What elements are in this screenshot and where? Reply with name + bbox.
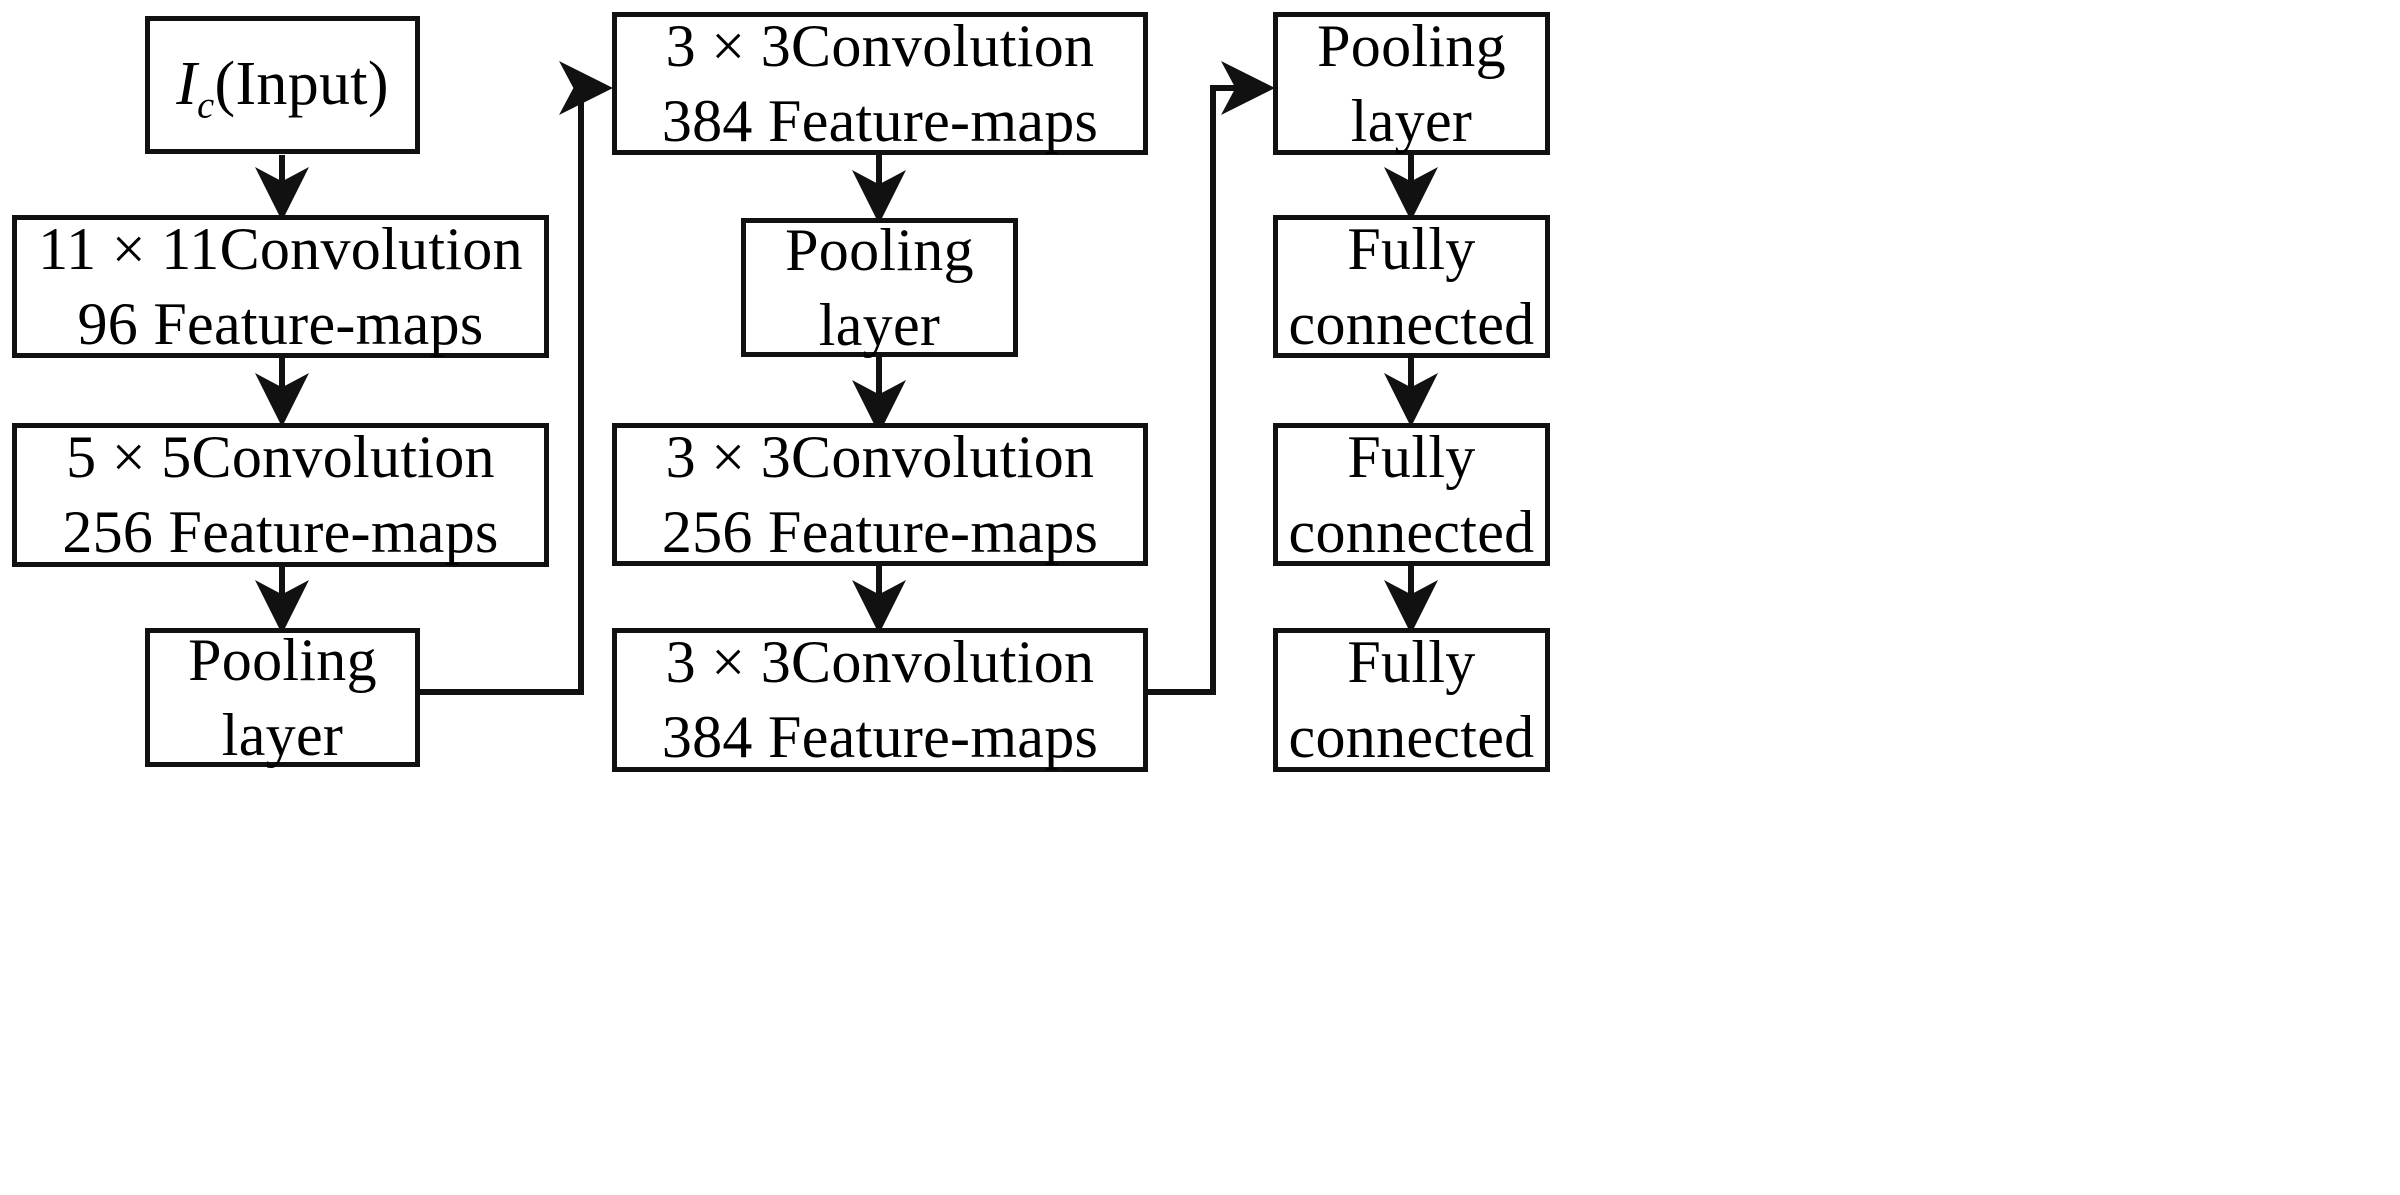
- input-variable-suffix: (Input): [214, 50, 389, 119]
- node-conv-3x3-256[interactable]: 3 × 3Convolution 256 Feature-maps: [612, 423, 1148, 566]
- edge-pool1-to-conv3a: [420, 61, 613, 695]
- node-conv-3x3-384-a-line1: 3 × 3Convolution: [665, 12, 1095, 79]
- node-conv-3x3-384-b-line1: 3 × 3Convolution: [665, 629, 1095, 695]
- edge-conv3c-to-pool3: [1147, 61, 1275, 695]
- node-conv-5x5-line1: 5 × 5Convolution: [66, 424, 495, 490]
- node-pooling-layer-2-line2: layer: [818, 291, 941, 358]
- node-input-label: Ic(Input): [176, 46, 389, 127]
- node-fully-connected-3-line2: connected: [1288, 704, 1535, 770]
- node-input[interactable]: Ic(Input): [145, 16, 420, 154]
- node-fully-connected-1-line2: connected: [1288, 290, 1535, 357]
- node-conv-5x5-line2: 256 Feature-maps: [62, 499, 499, 565]
- input-variable-subscript: c: [197, 84, 215, 127]
- node-conv-3x3-256-line1: 3 × 3Convolution: [665, 423, 1095, 490]
- node-conv-11x11[interactable]: 11 × 11Convolution 96 Feature-maps: [12, 215, 549, 358]
- node-fully-connected-2-line2: connected: [1288, 498, 1535, 565]
- node-pooling-layer-1[interactable]: Pooling layer: [145, 627, 420, 768]
- node-fully-connected-1-line1: Fully: [1347, 215, 1476, 282]
- node-pooling-layer-1-line1: Pooling: [188, 626, 377, 693]
- node-fully-connected-1[interactable]: Fully connected: [1273, 215, 1550, 358]
- node-conv-11x11-line1: 11 × 11Convolution: [38, 215, 523, 282]
- node-pooling-layer-3[interactable]: Pooling layer: [1273, 12, 1550, 155]
- node-conv-3x3-384-a-line2: 384 Feature-maps: [661, 87, 1099, 154]
- node-conv-3x3-384-a[interactable]: 3 × 3Convolution 384 Feature-maps: [612, 12, 1148, 155]
- node-pooling-layer-2-line1: Pooling: [785, 216, 974, 283]
- node-conv-5x5[interactable]: 5 × 5Convolution 256 Feature-maps: [12, 423, 549, 567]
- node-fully-connected-2[interactable]: Fully connected: [1273, 423, 1550, 566]
- node-pooling-layer-3-line2: layer: [1350, 87, 1473, 154]
- node-conv-3x3-384-b[interactable]: 3 × 3Convolution 384 Feature-maps: [612, 628, 1148, 772]
- node-pooling-layer-2[interactable]: Pooling layer: [741, 217, 1018, 358]
- input-variable-i: I: [176, 50, 198, 119]
- node-pooling-layer-1-line2: layer: [221, 701, 344, 768]
- node-fully-connected-3[interactable]: Fully connected: [1273, 628, 1550, 772]
- node-pooling-layer-3-line1: Pooling: [1317, 12, 1506, 79]
- node-conv-3x3-384-b-line2: 384 Feature-maps: [661, 704, 1099, 770]
- node-conv-11x11-line2: 96 Feature-maps: [77, 290, 484, 357]
- node-fully-connected-2-line1: Fully: [1347, 423, 1476, 490]
- node-fully-connected-3-line1: Fully: [1347, 629, 1476, 695]
- node-conv-3x3-256-line2: 256 Feature-maps: [661, 498, 1099, 565]
